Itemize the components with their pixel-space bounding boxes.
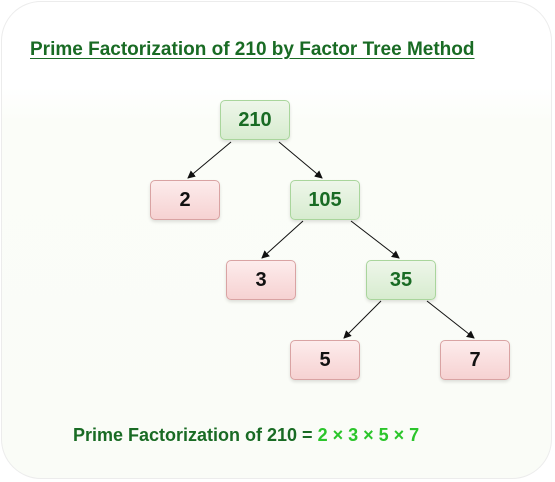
edge-210-to-105 bbox=[278, 141, 323, 179]
result-label: Prime Factorization of 210 = bbox=[73, 425, 318, 445]
tree-node-prime-5: 5 bbox=[290, 340, 360, 380]
diagram-title: Prime Factorization of 210 by Factor Tre… bbox=[30, 39, 475, 60]
tree-node-35: 35 bbox=[366, 260, 436, 300]
edge-35-to-5 bbox=[343, 300, 382, 339]
result-line: Prime Factorization of 210 = 2 × 3 × 5 ×… bbox=[73, 425, 419, 446]
tree-node-prime-2: 2 bbox=[150, 180, 220, 220]
edge-210-to-2 bbox=[187, 141, 232, 179]
tree-node-prime-7: 7 bbox=[440, 340, 510, 380]
tree-node-root: 210 bbox=[220, 100, 290, 140]
result-value: 2 × 3 × 5 × 7 bbox=[317, 425, 420, 445]
tree-node-105: 105 bbox=[290, 180, 360, 220]
edge-35-to-7 bbox=[426, 300, 475, 339]
edge-105-to-3 bbox=[261, 220, 304, 259]
edge-105-to-35 bbox=[350, 220, 400, 259]
tree-node-prime-3: 3 bbox=[226, 260, 296, 300]
